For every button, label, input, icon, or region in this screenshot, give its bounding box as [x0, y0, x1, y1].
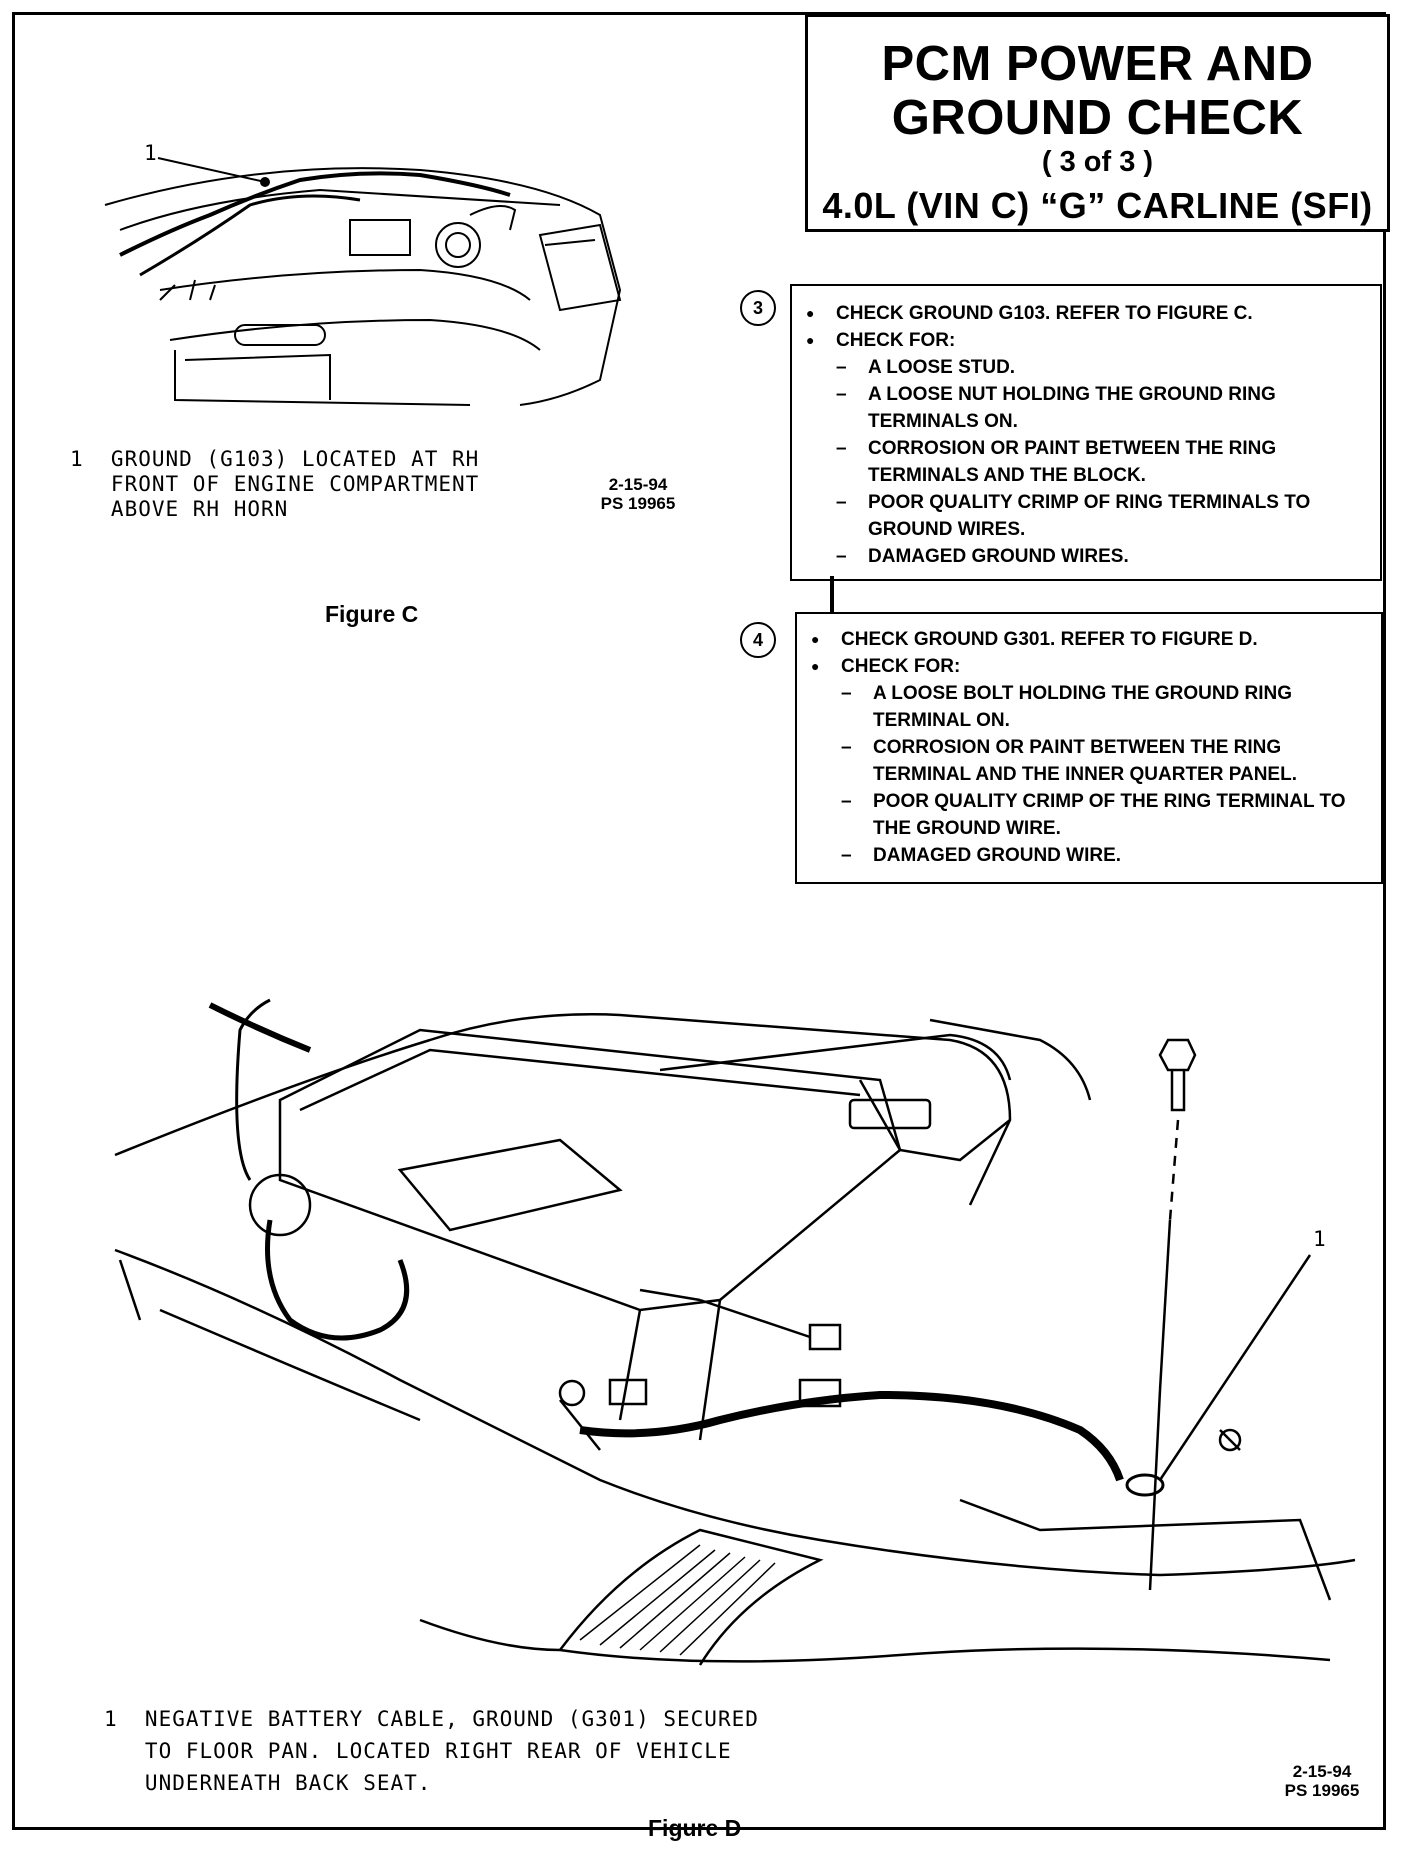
step-3-box: CHECK GROUND G103. REFER TO FIGURE C. CH…	[790, 284, 1382, 581]
title-engine-carline: 4.0L (VIN C) “G” CARLINE (SFI)	[822, 185, 1373, 226]
step-3-item-4: POOR QUALITY CRIMP OF RING TERMINALS TO …	[792, 489, 1380, 543]
step-3-bullet-1: CHECK GROUND G103. REFER TO FIGURE C.	[792, 300, 1380, 327]
figure-d-caption-1: 1 NEGATIVE BATTERY CABLE, GROUND (G301) …	[104, 1707, 759, 1731]
step-4-number: 4	[740, 622, 776, 658]
figure-d-date: 2-15-94	[1292, 1762, 1352, 1781]
title-line-1: PCM POWER AND	[881, 37, 1314, 91]
figure-c-caption-3: ABOVE RH HORN	[70, 497, 289, 521]
step-3-item-5: DAMAGED GROUND WIRES.	[792, 543, 1380, 570]
step-3-item-2: A LOOSE NUT HOLDING THE GROUND RING TERM…	[792, 381, 1380, 435]
step-4-bullet-1: CHECK GROUND G301. REFER TO FIGURE D.	[797, 626, 1381, 653]
figure-c-caption-2: FRONT OF ENGINE COMPARTMENT	[70, 472, 480, 496]
figure-d-callout-number: 1	[1313, 1227, 1327, 1251]
title-page-indicator: ( 3 of 3 )	[1041, 146, 1154, 178]
figure-c-date: 2-15-94	[608, 475, 668, 494]
step-4-item-1: A LOOSE BOLT HOLDING THE GROUND RING TER…	[797, 680, 1381, 734]
step-4-item-4: DAMAGED GROUND WIRE.	[797, 842, 1381, 869]
step-4-bullet-2: CHECK FOR:	[797, 653, 1381, 680]
step-3-item-1: A LOOSE STUD.	[792, 354, 1380, 381]
step-4-item-2: CORROSION OR PAINT BETWEEN THE RING TERM…	[797, 734, 1381, 788]
page-frame	[12, 12, 1386, 1830]
step-3-number: 3	[740, 290, 776, 326]
step-connector	[830, 576, 834, 616]
figure-d-ps-number: PS 19965	[1284, 1781, 1360, 1800]
title-line-2: GROUND CHECK	[891, 91, 1304, 145]
figure-c-label: Figure C	[325, 601, 419, 627]
step-3-item-3: CORROSION OR PAINT BETWEEN THE RING TERM…	[792, 435, 1380, 489]
figure-d-caption-2: TO FLOOR PAN. LOCATED RIGHT REAR OF VEHI…	[104, 1739, 732, 1763]
figure-c-ps-number: PS 19965	[600, 494, 676, 513]
step-3-bullet-2: CHECK FOR:	[792, 327, 1380, 354]
step-4-box: CHECK GROUND G301. REFER TO FIGURE D. CH…	[795, 612, 1383, 884]
step-4-item-3: POOR QUALITY CRIMP OF THE RING TERMINAL …	[797, 788, 1381, 842]
figure-c-callout-number: 1	[144, 141, 158, 165]
title-block: PCM POWER AND GROUND CHECK ( 3 of 3 ) 4.…	[805, 14, 1390, 232]
figure-d-caption-3: UNDERNEATH BACK SEAT.	[104, 1771, 432, 1795]
figure-c-caption-1: 1 GROUND (G103) LOCATED AT RH	[70, 447, 480, 471]
figure-d-label: Figure D	[648, 1815, 742, 1841]
